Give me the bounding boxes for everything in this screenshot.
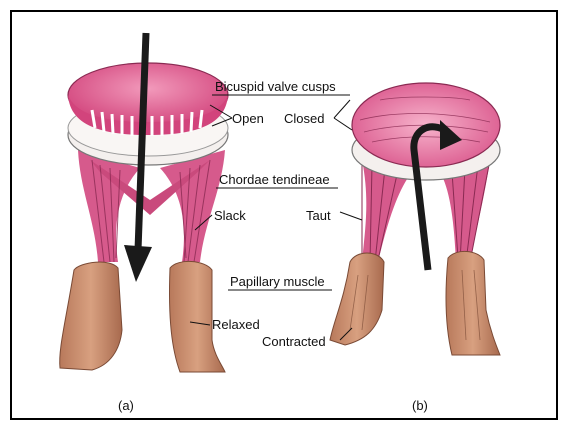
- panel-a-valve: [60, 33, 228, 372]
- label-relaxed: Relaxed: [212, 317, 260, 332]
- panel-b-papillary-right: [446, 251, 500, 355]
- label-taut: Taut: [306, 208, 331, 223]
- label-panel-b: (b): [412, 398, 428, 413]
- label-slack: Slack: [214, 208, 246, 223]
- label-closed: Closed: [284, 111, 324, 126]
- panel-a-papillary-left: [60, 262, 122, 370]
- label-cusps: Bicuspid valve cusps: [215, 79, 336, 94]
- label-contracted: Contracted: [262, 334, 326, 349]
- panel-b-papillary-left: [330, 253, 384, 345]
- label-chordae: Chordae tendineae: [219, 172, 330, 187]
- label-panel-a: (a): [118, 398, 134, 413]
- panel-a-chordae: [78, 150, 225, 262]
- label-open: Open: [232, 111, 264, 126]
- label-papillary: Papillary muscle: [230, 274, 325, 289]
- panel-b-valve: [330, 83, 500, 355]
